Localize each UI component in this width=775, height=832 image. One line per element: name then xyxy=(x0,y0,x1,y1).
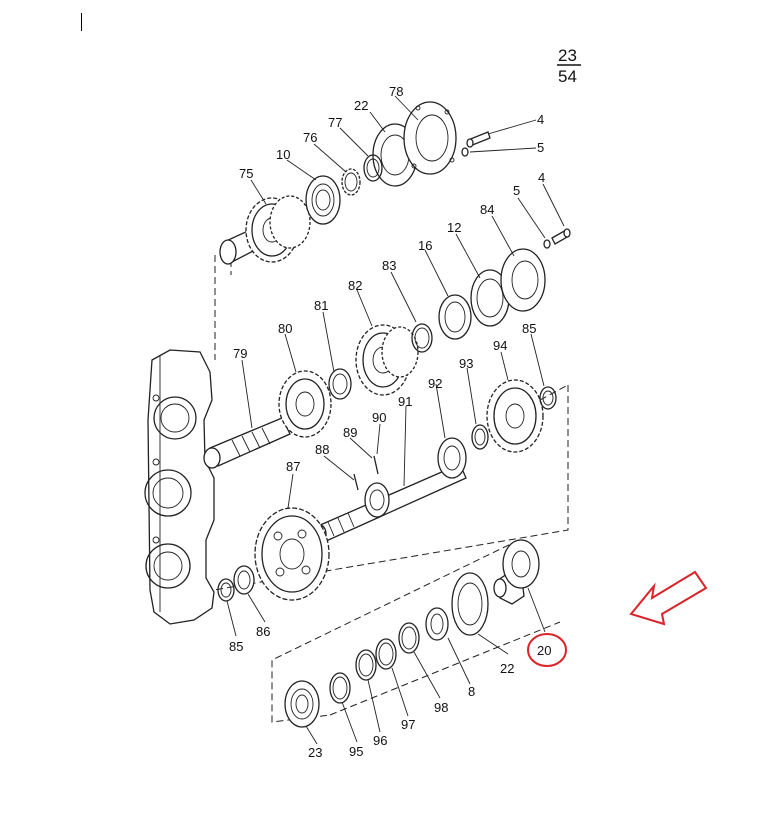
label-96: 96 xyxy=(373,733,387,748)
label-85-right: 85 xyxy=(522,321,536,336)
label-90: 90 xyxy=(372,410,386,425)
label-4-top: 4 xyxy=(537,112,544,127)
page-number: 23 54 xyxy=(557,46,581,86)
text-cursor xyxy=(81,13,82,31)
label-10: 10 xyxy=(276,147,290,162)
label-93: 93 xyxy=(459,356,473,371)
label-8: 8 xyxy=(468,684,475,699)
label-87: 87 xyxy=(286,459,300,474)
label-83: 83 xyxy=(382,258,396,273)
label-92: 92 xyxy=(428,376,442,391)
label-97: 97 xyxy=(401,717,415,732)
label-79: 79 xyxy=(233,346,247,361)
label-5-top: 5 xyxy=(537,140,544,155)
highlight-circle xyxy=(527,633,567,667)
label-85-left: 85 xyxy=(229,639,243,654)
label-94: 94 xyxy=(493,338,507,353)
label-16: 16 xyxy=(418,238,432,253)
assembly-guide-lines xyxy=(213,255,569,723)
label-76: 76 xyxy=(303,130,317,145)
label-95: 95 xyxy=(349,744,363,759)
label-22-bottom: 22 xyxy=(500,661,514,676)
leader-lines xyxy=(226,95,565,745)
label-84: 84 xyxy=(480,202,494,217)
label-23: 23 xyxy=(308,745,322,760)
label-86: 86 xyxy=(256,624,270,639)
output-shaft-group xyxy=(284,539,540,728)
input-shaft-group xyxy=(219,101,491,265)
label-75: 75 xyxy=(239,166,253,181)
label-91: 91 xyxy=(398,394,412,409)
label-88: 88 xyxy=(315,442,329,457)
label-22-top: 22 xyxy=(354,98,368,113)
label-4-mid: 4 xyxy=(538,170,545,185)
gearbox-housing xyxy=(144,349,215,625)
page-number-bottom: 54 xyxy=(558,67,577,86)
label-78: 78 xyxy=(389,84,403,99)
label-89: 89 xyxy=(343,425,357,440)
label-20: 20 xyxy=(537,643,551,658)
label-98: 98 xyxy=(434,700,448,715)
label-81: 81 xyxy=(314,298,328,313)
pointer-arrow-icon xyxy=(629,570,708,626)
page-number-top: 23 xyxy=(558,46,577,65)
part-labels: 78 22 77 76 10 75 4 5 5 4 84 12 16 83 82… xyxy=(229,84,551,760)
label-82: 82 xyxy=(348,278,362,293)
label-12: 12 xyxy=(447,220,461,235)
label-77: 77 xyxy=(328,115,342,130)
label-80: 80 xyxy=(278,321,292,336)
label-5-mid: 5 xyxy=(513,183,520,198)
mainshaft-group xyxy=(217,379,557,602)
layshaft-group xyxy=(203,228,571,469)
